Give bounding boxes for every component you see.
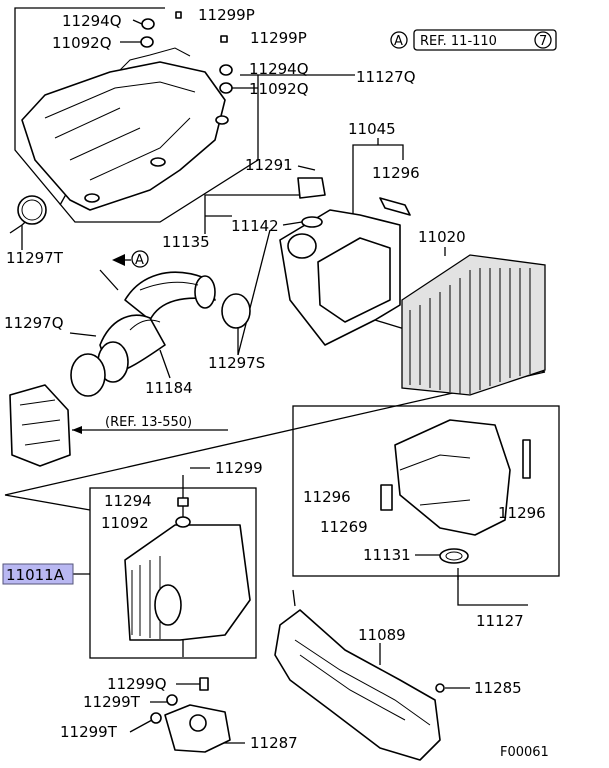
label-11127Q[interactable]: 11127Q	[356, 68, 416, 86]
label-11045[interactable]: 11045	[348, 120, 396, 138]
ref-number-7: 7	[539, 34, 547, 49]
callout-labels: 11294Q 11092Q 11299P 11299P 11294Q 11092…	[4, 6, 546, 752]
arrow-ref-a[interactable]: A	[112, 250, 149, 268]
label-11294Q-top[interactable]: 11294Q	[62, 12, 122, 30]
air-cleaner-lower-right	[380, 419, 531, 564]
label-11142[interactable]: 11142	[231, 217, 279, 235]
highlight-box	[2, 563, 74, 585]
label-11299[interactable]: 11299	[215, 459, 263, 477]
arrow-ref-letter: A	[135, 253, 144, 268]
ref-letter-a: A	[394, 34, 403, 49]
label-11296-top[interactable]: 11296	[372, 164, 420, 182]
air-cleaner-11011A	[124, 497, 251, 641]
figure-code: F00061	[500, 745, 549, 760]
label-11011A[interactable]: 11011A	[6, 566, 65, 584]
label-11299P-b[interactable]: 11299P	[250, 29, 307, 47]
label-11297Q[interactable]: 11297Q	[4, 314, 64, 332]
label-11296-right[interactable]: 11296	[498, 504, 546, 522]
ref-box	[413, 29, 557, 51]
label-11287[interactable]: 11287	[250, 734, 298, 752]
label-11299P-a[interactable]: 11299P	[198, 6, 255, 24]
label-11294Q-mid[interactable]: 11294Q	[249, 60, 309, 78]
small-parts-top	[17, 11, 233, 225]
ref-13-550[interactable]: (REF. 13-550)	[105, 415, 192, 430]
engine-cover-11127Q	[21, 47, 229, 211]
label-11269[interactable]: 11269	[320, 518, 368, 536]
label-11299T-a[interactable]: 11299T	[83, 693, 141, 711]
label-11297T[interactable]: 11297T	[6, 249, 64, 267]
ref-11-110[interactable]: A REF. 11-110 7	[390, 29, 557, 51]
bracket-11287	[150, 677, 445, 753]
highlighted-part-callout[interactable]: 11011A	[2, 563, 74, 585]
label-11089[interactable]: 11089	[358, 626, 406, 644]
label-11092Q-mid[interactable]: 11092Q	[249, 80, 309, 98]
arrow-left-icon	[112, 254, 125, 266]
label-11297S[interactable]: 11297S	[208, 354, 265, 372]
throttle-body-ref	[9, 384, 71, 467]
air-cleaner-upper-11045	[279, 177, 411, 346]
ref-circle-a	[390, 31, 408, 49]
label-11294[interactable]: 11294	[104, 492, 152, 510]
label-11092Q-top[interactable]: 11092Q	[52, 34, 112, 52]
inlet-duct-11089	[274, 609, 441, 761]
label-11296-left[interactable]: 11296	[303, 488, 351, 506]
label-11127[interactable]: 11127	[476, 612, 524, 630]
label-11092[interactable]: 11092	[101, 514, 149, 532]
ref-circle-7	[534, 31, 552, 49]
label-11131[interactable]: 11131	[363, 546, 411, 564]
label-11299Q[interactable]: 11299Q	[107, 675, 167, 693]
label-11184[interactable]: 11184	[145, 379, 193, 397]
filter-element-11020	[401, 254, 546, 396]
label-11291[interactable]: 11291	[245, 156, 293, 174]
ref-text: REF. 11-110	[420, 34, 497, 49]
label-11285[interactable]: 11285	[474, 679, 522, 697]
label-11299T-b[interactable]: 11299T	[60, 723, 118, 741]
intake-duct-11184	[70, 271, 251, 397]
label-11020[interactable]: 11020	[418, 228, 466, 246]
arrow-ref-circle	[131, 250, 149, 268]
label-11135[interactable]: 11135	[162, 233, 210, 251]
